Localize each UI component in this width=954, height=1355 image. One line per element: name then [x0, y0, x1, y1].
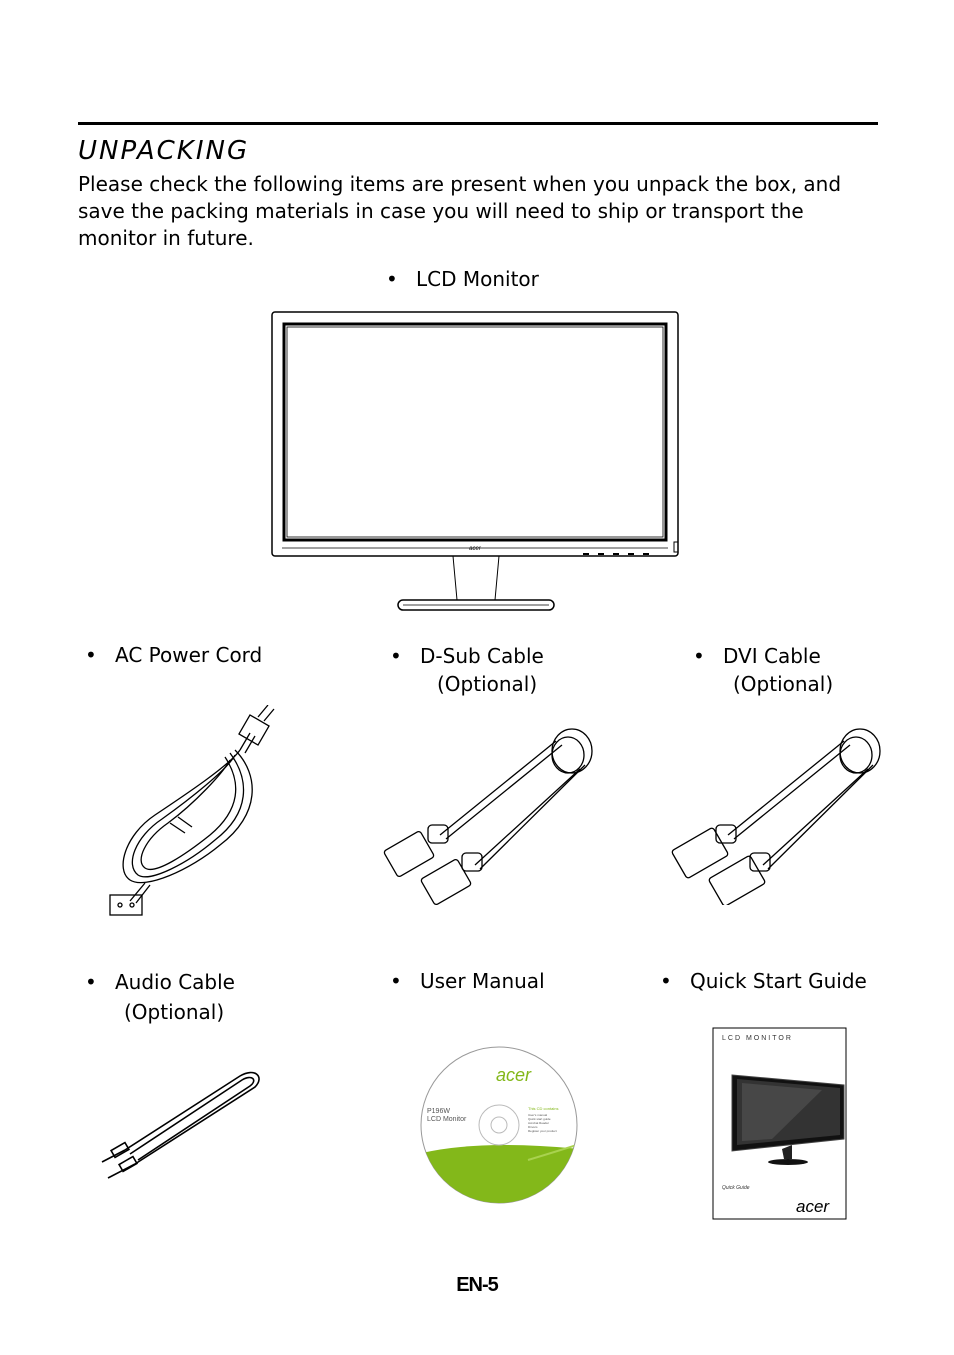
- item-note: (Optional): [124, 1000, 225, 1024]
- lcd-monitor-illustration: acer: [271, 311, 679, 611]
- dvi-cable-illustration: [671, 728, 881, 905]
- cd-model: P196W: [427, 1108, 450, 1115]
- bullet: •: [85, 643, 97, 667]
- item-note: (Optional): [733, 672, 834, 696]
- item-dvi-cable: • DVI Cable (Optional): [693, 642, 833, 698]
- svg-text:acer: acer: [469, 546, 482, 552]
- bullet: •: [390, 644, 402, 668]
- page-number: EN-5: [456, 1274, 499, 1296]
- item-user-manual: • User Manual: [390, 967, 545, 995]
- cd-product: LCD Monitor: [427, 1116, 467, 1123]
- item-dsub-cable: • D-Sub Cable (Optional): [390, 642, 544, 698]
- cd-contents-item: Quick start guide: [528, 1117, 551, 1121]
- cd-illustration: acer P196W LCD Monitor This CD contains …: [420, 1046, 578, 1204]
- item-label: User Manual: [420, 969, 545, 993]
- power-cord-illustration: [109, 705, 275, 916]
- cd-contents-item: Acrobat Reader: [528, 1121, 549, 1125]
- intro-paragraph: Please check the following items are pre…: [78, 172, 842, 250]
- bullet: •: [390, 969, 402, 993]
- item-ac-power-cord: • AC Power Cord: [85, 641, 262, 669]
- dsub-cable-illustration: [383, 728, 593, 905]
- cd-contents-item: Drivers: [528, 1125, 538, 1129]
- item-lcd-monitor: • LCD Monitor: [386, 265, 539, 293]
- cd-contents-title: This CD contains: [528, 1106, 558, 1111]
- item-note: (Optional): [437, 672, 538, 696]
- cd-contents-item: Register your product: [528, 1129, 557, 1133]
- item-label: DVI Cable: [723, 644, 821, 668]
- top-rule: [78, 122, 878, 125]
- item-label: LCD Monitor: [416, 267, 539, 291]
- item-audio-cable: • Audio Cable (Optional): [85, 968, 235, 1026]
- cd-brand: acer: [496, 1065, 532, 1085]
- guide-caption: Quick Guide: [722, 1185, 750, 1191]
- bullet: •: [85, 970, 97, 994]
- item-quick-start-guide: • Quick Start Guide: [660, 967, 867, 995]
- bullet: •: [386, 267, 398, 291]
- item-label: D-Sub Cable: [420, 644, 544, 668]
- guide-brand: acer: [796, 1197, 830, 1216]
- guide-header: LCD MONITOR: [722, 1035, 793, 1042]
- item-label: Quick Start Guide: [690, 969, 867, 993]
- quick-guide-cover: LCD MONITOR Quick Guide acer: [712, 1027, 847, 1220]
- bullet: •: [660, 969, 672, 993]
- item-label: Audio Cable: [115, 970, 235, 994]
- audio-cable-illustration: [101, 1071, 260, 1179]
- section-title: UNPACKING: [78, 136, 250, 166]
- item-label: AC Power Cord: [115, 643, 263, 667]
- bullet: •: [693, 644, 705, 668]
- cd-contents-item: User's manual: [528, 1113, 547, 1117]
